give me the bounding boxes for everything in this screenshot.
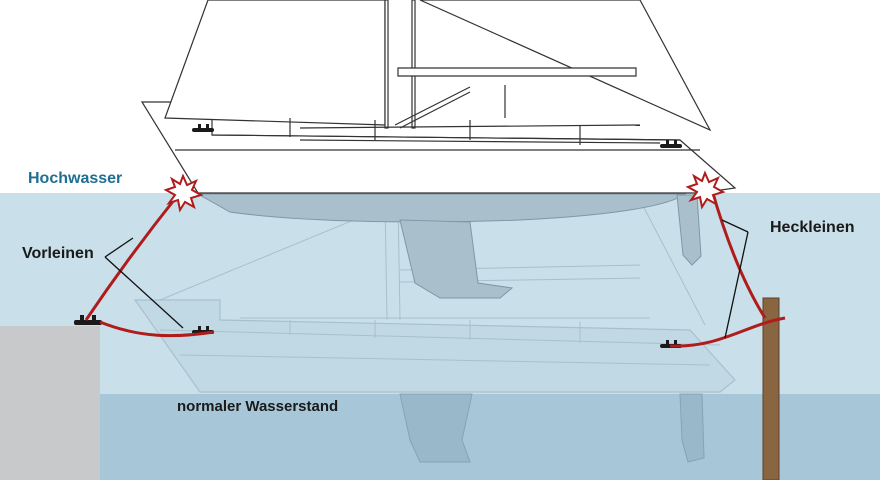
keel	[399, 219, 514, 299]
boom	[397, 67, 637, 77]
genoa	[419, 0, 712, 132]
stern-line-highwater	[710, 189, 767, 319]
heckleinen-pointer-2	[724, 231, 749, 339]
lower-rudder	[679, 393, 705, 463]
label-hochwasser: Hochwasser	[28, 170, 123, 187]
mast-right	[411, 0, 416, 129]
boat-normal-level	[133, 199, 736, 463]
lower-hull	[133, 299, 736, 393]
heckleinen-pointer-1	[721, 219, 749, 233]
label-vorleinen: Vorleinen	[22, 245, 94, 262]
mast-left	[384, 0, 389, 129]
pier-wall	[0, 326, 100, 480]
mooring-post	[762, 297, 780, 480]
lower-keel	[399, 393, 473, 463]
cleat-icon-stern-upper	[660, 140, 682, 148]
bow-line-highwater	[84, 194, 180, 321]
hull-underwater	[196, 193, 687, 223]
label-normaler-wasserstand: normaler Wasserstand	[177, 398, 339, 415]
boat-submerged-part	[196, 193, 702, 299]
vang	[394, 86, 471, 126]
cleat-icon-pier	[74, 315, 102, 325]
bow-line-normal	[99, 320, 215, 338]
label-heckleinen: Heckleinen	[770, 219, 855, 236]
stern-line-normal	[669, 316, 786, 348]
vorleinen-pointer-1	[104, 237, 134, 258]
strain-burst-icon-stern	[685, 170, 726, 210]
vorleinen-pointer-2	[104, 256, 184, 329]
strain-burst-icon-bow	[163, 173, 204, 213]
boat-high-water	[140, 0, 737, 194]
mainsail	[164, 0, 386, 126]
cleat-icon-bow-upper	[192, 124, 214, 132]
